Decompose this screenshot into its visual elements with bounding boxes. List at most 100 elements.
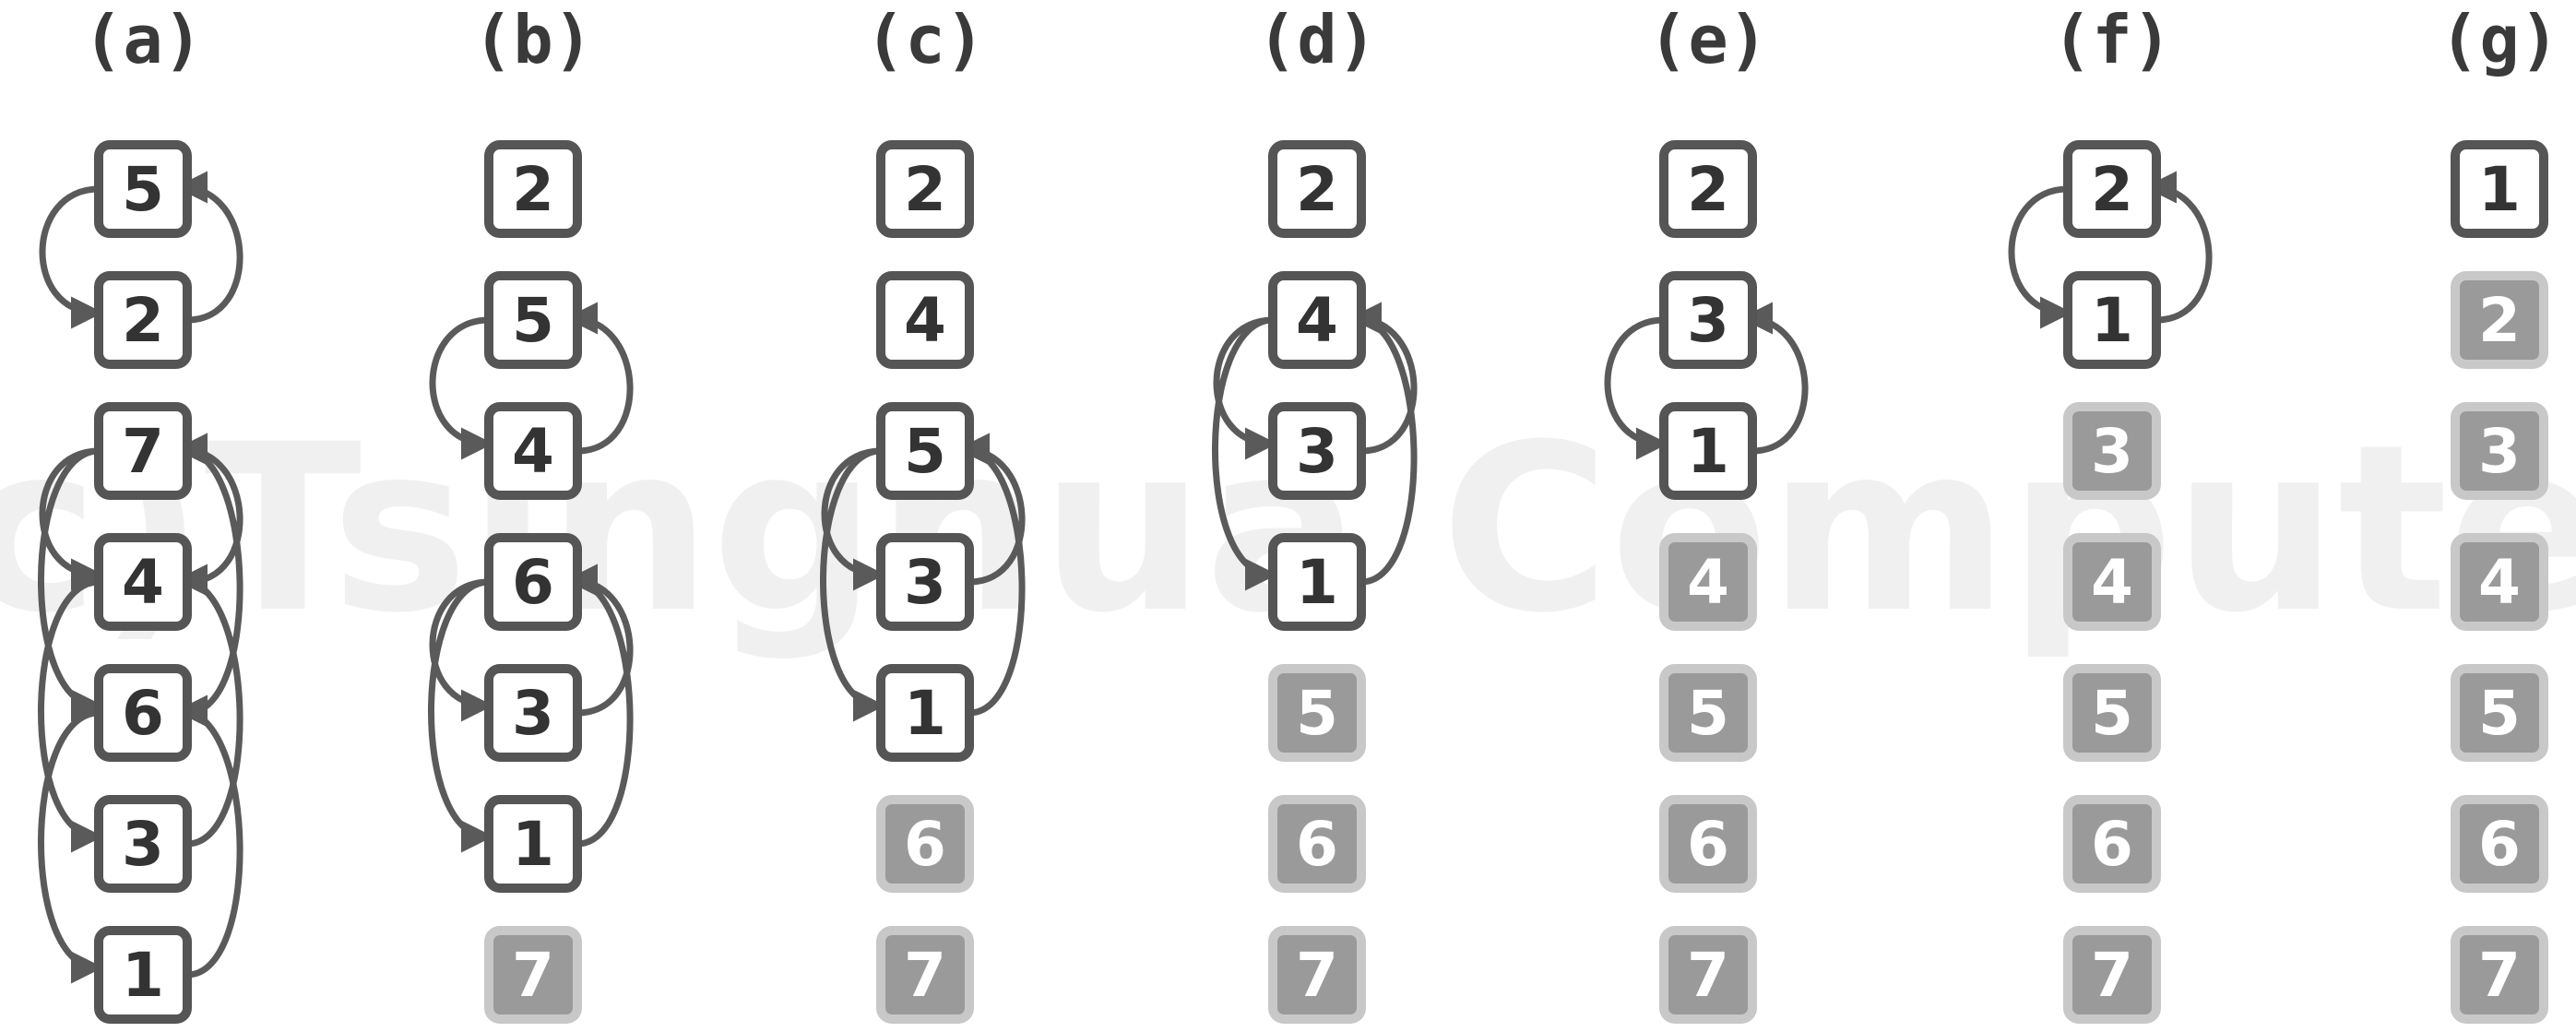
node-box-active: 2: [2063, 140, 2161, 238]
node-box-sorted: 4: [2451, 533, 2548, 631]
column-label: (c): [865, 1, 985, 78]
node-box-sorted: 3: [2063, 402, 2161, 500]
node-box-sorted: 7: [1659, 926, 1757, 1024]
node-box-active: 7: [94, 402, 192, 500]
node-box-frame: [1659, 664, 1757, 762]
column-label: (f): [2052, 1, 2172, 78]
link-arrow-up: [1349, 302, 1418, 586]
node-value: 1: [122, 940, 164, 1011]
node-value: 4: [904, 285, 946, 356]
link-arrow-down: [1604, 316, 1668, 460]
node-box-active: 5: [484, 271, 582, 369]
node-box-active: 1: [94, 926, 192, 1024]
node-value: 5: [2478, 678, 2521, 749]
node-box-frame: [94, 533, 192, 631]
node-value: 2: [1296, 154, 1338, 225]
node-box-frame: [2451, 271, 2548, 369]
node-value: 3: [1296, 416, 1338, 487]
node-value: 2: [2478, 285, 2521, 356]
node-box-frame: [94, 271, 192, 369]
node-value: 7: [512, 940, 554, 1011]
link-arrow-up: [175, 563, 243, 848]
link-arrow-down: [820, 447, 885, 722]
node-box-frame: [2063, 271, 2161, 369]
node-box-frame: [2063, 664, 2161, 762]
node-box-active: 3: [876, 533, 974, 631]
node-value: 4: [2478, 547, 2521, 618]
node-value: 3: [1687, 285, 1729, 356]
node-value: 7: [2091, 940, 2133, 1011]
node-box-frame: [2063, 533, 2161, 631]
node-value: 3: [512, 678, 554, 749]
node-box-frame: [484, 795, 582, 893]
node-box-active: 3: [1268, 402, 1366, 500]
node-box-frame: [876, 533, 974, 631]
node-value: 1: [1687, 416, 1729, 487]
node-box-frame: [94, 926, 192, 1024]
node-box-frame: [94, 140, 192, 238]
node-box-sorted: 5: [1268, 664, 1366, 762]
node-value: 5: [1687, 678, 1729, 749]
node-value: 5: [512, 285, 554, 356]
node-box-frame: [2451, 533, 2548, 631]
node-box-active: 1: [2451, 140, 2548, 238]
node-box-sorted: 6: [2063, 795, 2161, 893]
node-box-active: 2: [1659, 140, 1757, 238]
node-value: 2: [1687, 154, 1729, 225]
node-box-frame: [1659, 402, 1757, 500]
node-box-sorted: 7: [2451, 926, 2548, 1024]
node-box-sorted: 5: [2451, 664, 2548, 762]
node-box-frame: [1659, 140, 1757, 238]
node-box-frame: [1659, 795, 1757, 893]
link-arrow-down: [39, 185, 103, 329]
node-value: 1: [512, 809, 554, 880]
node-box-frame: [1659, 926, 1757, 1024]
node-box-frame: [1268, 664, 1366, 762]
node-box-active: 3: [94, 795, 192, 893]
link-arrow-up: [1740, 302, 1809, 455]
node-box-frame: [876, 140, 974, 238]
node-box-frame: [1659, 533, 1757, 631]
node-box-sorted: 5: [1659, 664, 1757, 762]
node-value: 2: [512, 154, 554, 225]
node-box-active: 1: [876, 664, 974, 762]
node-box-frame: [876, 402, 974, 500]
node-value: 4: [1687, 547, 1729, 618]
column-label: (b): [473, 1, 593, 78]
node-box-active: 2: [876, 140, 974, 238]
node-value: 3: [122, 809, 164, 880]
node-box-active: 4: [94, 533, 192, 631]
node-box-frame: [2451, 926, 2548, 1024]
node-value: 5: [122, 154, 164, 225]
node-value: 5: [1296, 678, 1338, 749]
node-box-frame: [876, 271, 974, 369]
node-box-frame: [94, 664, 192, 762]
node-box-sorted: 6: [1659, 795, 1757, 893]
node-box-frame: [1659, 271, 1757, 369]
link-arrow-down: [821, 447, 885, 591]
node-box-frame: [1268, 533, 1366, 631]
node-box-active: 6: [484, 533, 582, 631]
node-box-frame: [2063, 140, 2161, 238]
node-box-frame: [484, 533, 582, 631]
node-box-frame: [484, 664, 582, 762]
link-arrow-down: [38, 709, 103, 984]
link-arrow-up: [565, 563, 634, 848]
node-value: 6: [2478, 809, 2521, 880]
node-box-active: 6: [94, 664, 192, 762]
node-box-frame: [2451, 402, 2548, 500]
labels-layer: (a)(b)(c)(d)(e)(f)(g): [83, 1, 2559, 78]
node-box-sorted: 7: [2063, 926, 2161, 1024]
node-value: 6: [904, 809, 946, 880]
link-arrow-down: [38, 578, 103, 853]
node-value: 7: [122, 416, 164, 487]
node-box-frame: [2063, 795, 2161, 893]
node-box-frame: [2451, 795, 2548, 893]
node-value: 7: [1687, 940, 1729, 1011]
node-box-active: 3: [484, 664, 582, 762]
column-label: (g): [2439, 1, 2559, 78]
node-box-frame: [94, 795, 192, 893]
node-box-sorted: 7: [484, 926, 582, 1024]
node-box-active: 4: [484, 402, 582, 500]
